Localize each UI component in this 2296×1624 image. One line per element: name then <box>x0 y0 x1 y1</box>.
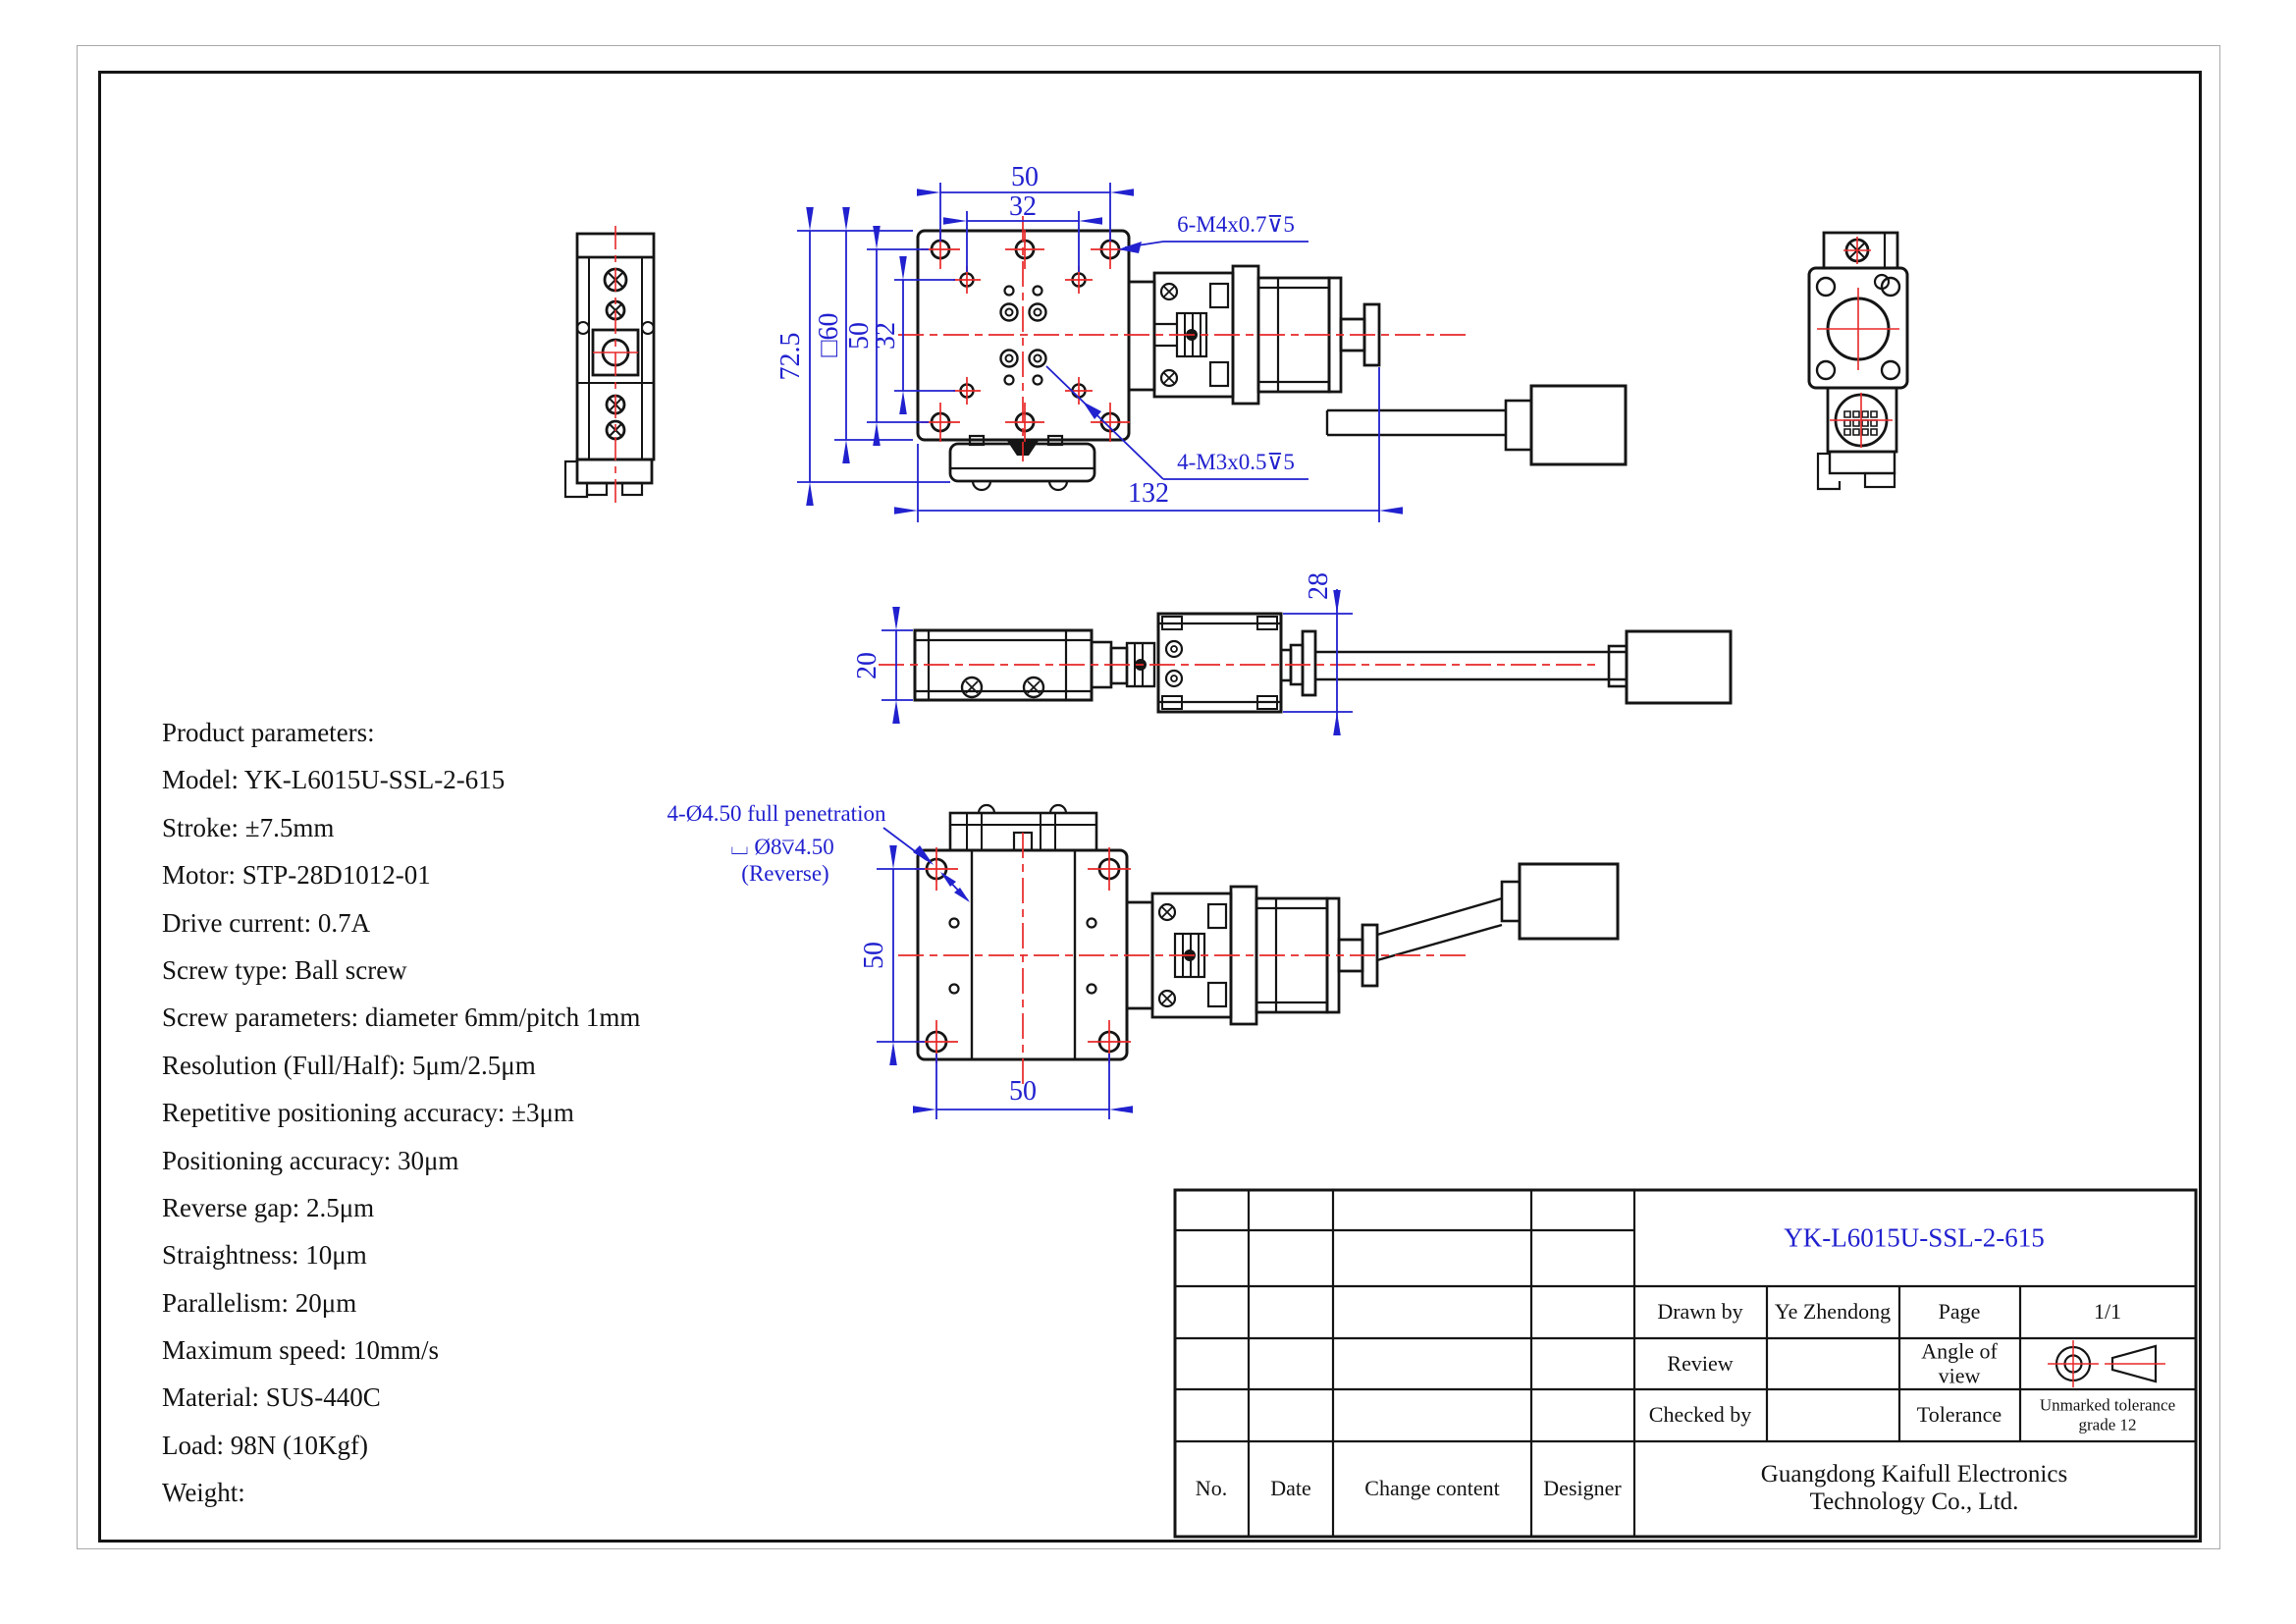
callout-counterbore: ⌴ Ø8⊽4.50 <box>730 835 834 859</box>
dim-overall-height: 72.5 <box>775 332 806 381</box>
dim-base-holes-h: 50 <box>1009 1076 1037 1107</box>
param-line: Motor: STP-28D1012-01 <box>162 860 431 891</box>
titleblock-page-value: 1/1 <box>2093 1299 2122 1324</box>
view-left-centerlines <box>593 226 638 503</box>
sheet-outer-border <box>77 45 2220 1549</box>
dim-plate-square: □60 <box>814 312 844 357</box>
callout-m3-thread: 4-M3x0.5⊽5 <box>1177 450 1295 474</box>
dim-top-width: 50 <box>1011 162 1039 192</box>
view-bottom-dimensions <box>877 827 1133 1119</box>
param-line: Material: SUS-440C <box>162 1382 381 1413</box>
callout-reverse: (Reverse) <box>741 861 829 886</box>
title-block-grid <box>1173 1188 2198 1539</box>
titleblock-no-label: No. <box>1195 1476 1228 1500</box>
titleblock-tolerance-label: Tolerance <box>1916 1402 2002 1427</box>
titleblock-angle-label: Angle of view <box>1921 1338 1998 1388</box>
param-line: Reverse gap: 2.5μm <box>162 1192 375 1222</box>
dim-overall-length: 132 <box>1128 478 1169 509</box>
titleblock-page-label: Page <box>1938 1299 1981 1324</box>
view-top-dimensions <box>797 183 1403 522</box>
view-left-side <box>563 232 656 499</box>
view-top-centerlines <box>898 216 1468 461</box>
titleblock-company-name: Guangdong Kaifull Electronics Technology… <box>1760 1461 2068 1515</box>
param-line: Product parameters: <box>162 718 375 747</box>
param-line: Load: 98N (10Kgf) <box>162 1430 368 1460</box>
view-end-centerlines <box>1817 237 1899 448</box>
drawing-frame <box>98 71 2202 1543</box>
dim-base-holes-v: 50 <box>859 942 889 969</box>
param-line: Screw parameters: diameter 6mm/pitch 1mm <box>162 1002 641 1033</box>
dim-top-inner: 32 <box>1009 191 1037 222</box>
param-line: Weight: <box>162 1478 245 1508</box>
param-line: Drive current: 0.7A <box>162 907 371 938</box>
titleblock-drawn-by-value: Ye Zhendong <box>1774 1299 1892 1324</box>
titleblock-drawn-by-label: Drawn by <box>1657 1299 1743 1324</box>
dim-motor-height: 28 <box>1304 572 1334 600</box>
param-line: Repetitive positioning accuracy: ±3μm <box>162 1098 574 1128</box>
product-parameters-block: Product parameters: Model: YK-L6015U-SSL… <box>162 709 751 1517</box>
param-line: Model: YK-L6015U-SSL-2-615 <box>162 765 506 795</box>
callout-through-hole: 4-Ø4.50 full penetration <box>667 801 886 826</box>
param-line: Stroke: ±7.5mm <box>162 812 335 842</box>
param-line: Maximum speed: 10mm/s <box>162 1335 439 1366</box>
view-side-dimensions <box>881 589 1353 735</box>
param-line: Resolution (Full/Half): 5μm/2.5μm <box>162 1050 536 1080</box>
titleblock-tolerance-note: Unmarked tolerance grade 12 <box>2039 1395 2176 1434</box>
titleblock-checked-label: Checked by <box>1648 1402 1752 1427</box>
param-line: Parallelism: 20μm <box>162 1287 357 1318</box>
param-line: Straightness: 10μm <box>162 1240 367 1271</box>
titleblock-date-label: Date <box>1270 1476 1311 1500</box>
view-side-elevation <box>913 612 1733 714</box>
param-line: Screw type: Ball screw <box>162 954 407 985</box>
dim-vert-inner: 32 <box>871 322 901 350</box>
titleblock-designer-label: Designer <box>1543 1476 1622 1500</box>
dim-stage-height: 20 <box>852 652 882 679</box>
titleblock-change-label: Change content <box>1364 1476 1500 1500</box>
projection-angle-icon-centerlines <box>2048 1340 2165 1387</box>
view-bottom-centerlines <box>898 833 1468 1085</box>
callout-m4-thread: 6-M4x0.7⊽5 <box>1177 212 1295 237</box>
titleblock-review-label: Review <box>1667 1351 1734 1376</box>
titleblock-model-title: YK-L6015U-SSL-2-615 <box>1784 1222 2045 1253</box>
param-line: Positioning accuracy: 30μm <box>162 1145 459 1175</box>
